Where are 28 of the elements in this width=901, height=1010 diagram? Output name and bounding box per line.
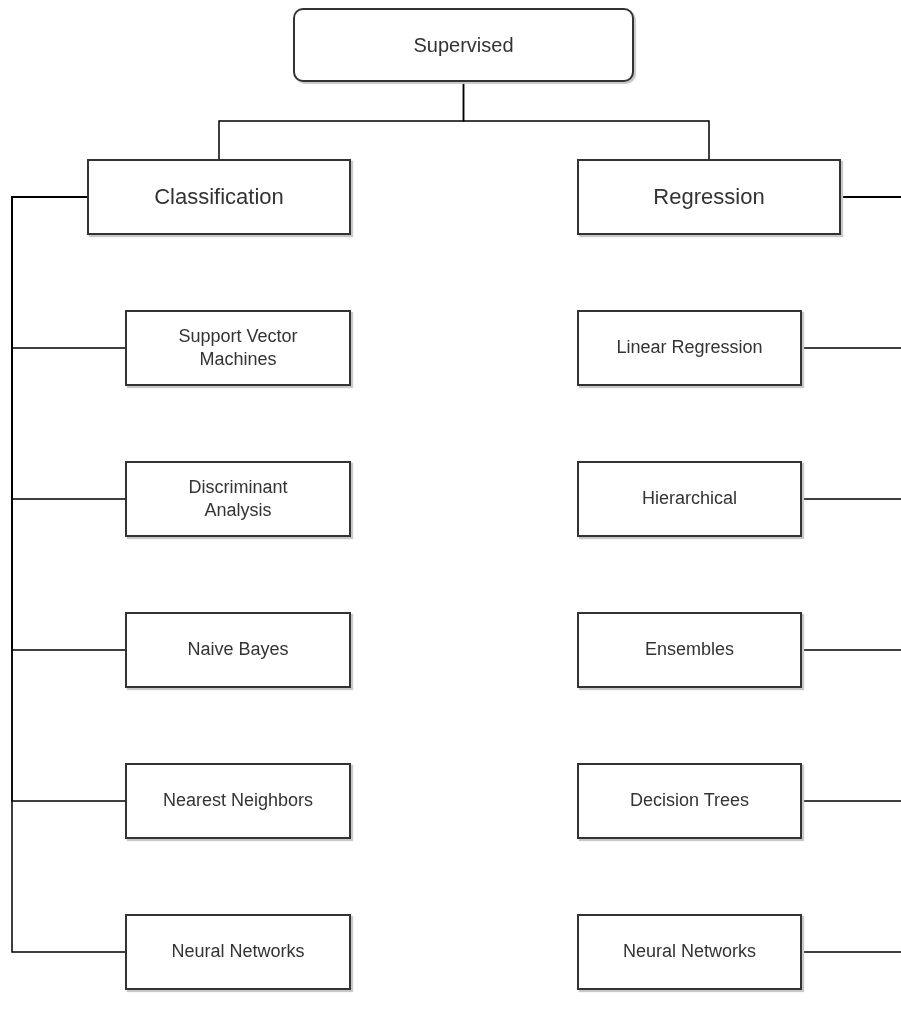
category-box [87,159,351,235]
node-label: Naive Bayes [187,638,289,662]
category-box [125,612,351,688]
node-label: Decision Trees [629,789,750,813]
rounded-box [293,8,634,82]
node-label: Linear Regression [616,336,763,360]
category-box [125,914,351,990]
node-label: Supervised [413,33,514,58]
node-label: Regression [653,182,765,211]
node-label: Nearest Neighbors [162,789,314,813]
category-box [577,310,802,386]
node-label: Hierarchical [642,487,737,511]
node-label: Classification [154,182,284,211]
category-box [577,159,841,235]
category-box [577,914,802,990]
category-box [125,461,351,537]
category-box [577,461,802,537]
node-label: Support Vector Machines [177,324,299,371]
node-label: Neural Networks [171,940,305,964]
node-label: Discriminant Analysis [187,475,289,522]
category-box [125,310,351,386]
connector-line [462,81,710,160]
node-label: Ensembles [644,638,734,662]
category-box [577,612,802,688]
connector-line [11,196,126,953]
category-box [577,763,802,839]
node-label: Neural Networks [622,940,756,964]
category-box [125,763,351,839]
